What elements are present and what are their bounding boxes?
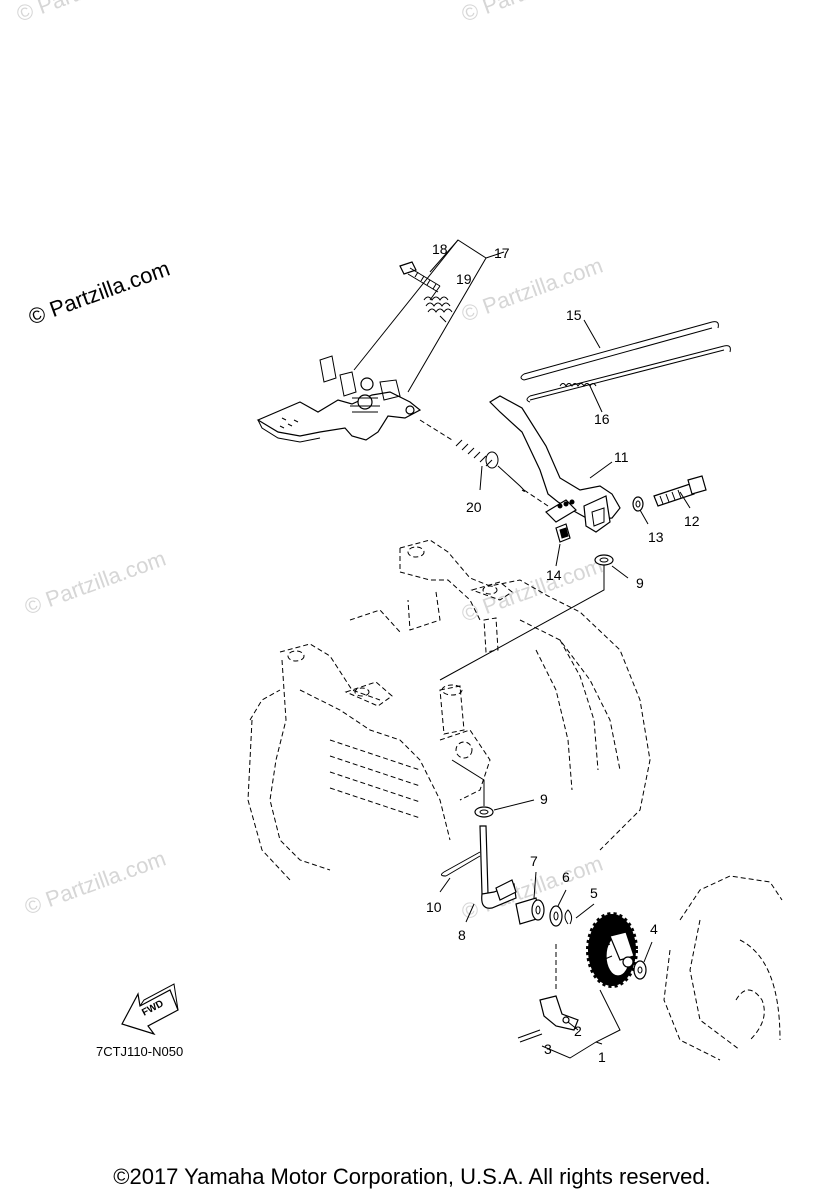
callout-12: 12	[684, 513, 700, 529]
diagram-code: 7CTJ110-N050	[96, 1044, 183, 1059]
callout-11: 11	[614, 449, 629, 465]
callout-4: 4	[650, 921, 658, 937]
callout-19: 19	[456, 271, 472, 287]
washer-4	[633, 960, 647, 980]
watermark-primary: © Partzilla.com	[25, 256, 173, 330]
collar-7	[515, 897, 545, 925]
washer-9-upper	[439, 554, 614, 681]
crankcase-outline	[247, 539, 651, 881]
callout-15: 15	[566, 307, 582, 323]
pin-3	[517, 1029, 543, 1043]
callout-7: 7	[530, 853, 538, 869]
crankcase-right-outline	[663, 875, 783, 1061]
callout-6: 6	[562, 869, 570, 885]
watermark-faded: © Partzilla.com	[21, 846, 169, 920]
clip-5	[564, 909, 573, 925]
callout-1: 1	[598, 1049, 606, 1065]
callout-10: 10	[426, 899, 442, 915]
callout-2: 2	[574, 1023, 582, 1039]
watermark-layer: © Partzilla.com © Partzilla.com © Partzi…	[13, 0, 606, 925]
washer-6	[549, 905, 563, 927]
callout-9-upper: 9	[636, 575, 644, 591]
watermark-faded: © Partzilla.com	[13, 0, 161, 27]
fwd-arrow: FWD	[121, 983, 179, 1036]
watermark-faded: © Partzilla.com	[458, 0, 606, 27]
callout-13: 13	[648, 529, 664, 545]
bolt-12-washer-13	[632, 475, 707, 512]
washer-9-lower	[451, 759, 494, 818]
callout-3: 3	[544, 1041, 552, 1057]
rods-15-16	[520, 321, 731, 403]
callout-20: 20	[466, 499, 482, 515]
watermark-faded: © Partzilla.com	[21, 546, 169, 620]
shaft-8	[479, 825, 517, 909]
callout-16: 16	[594, 411, 610, 427]
governor-gear	[586, 912, 638, 988]
spring-19	[423, 296, 453, 323]
callout-17: 17	[494, 245, 510, 261]
copyright-notice: ©2017 Yamaha Motor Corporation, U.S.A. A…	[113, 1164, 711, 1189]
callout-8-label: 8	[458, 927, 466, 943]
callout-5: 5	[590, 885, 598, 901]
leader-lines	[353, 239, 691, 1059]
lever-11	[489, 395, 621, 533]
weight-2	[539, 944, 579, 1031]
pin-10	[440, 851, 481, 877]
callout-18: 18	[432, 241, 448, 257]
callout-labels: 18 17 19 15 16 11 20 12 13 14 9 9 7 6 5 …	[426, 241, 700, 1065]
callout-9-lower: 9	[540, 791, 548, 807]
governor-bracket-assembly	[256, 355, 422, 443]
callout-14: 14	[546, 567, 562, 583]
watermark-faded: © Partzilla.com	[458, 253, 606, 327]
spring-20	[419, 419, 549, 507]
collar-14	[555, 523, 571, 543]
